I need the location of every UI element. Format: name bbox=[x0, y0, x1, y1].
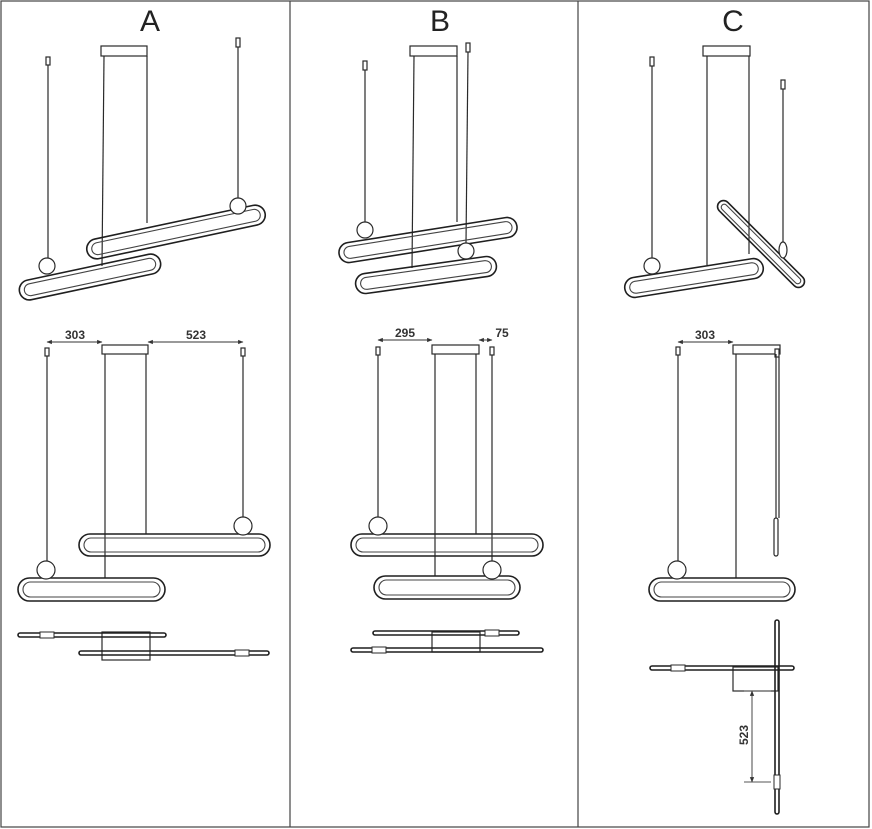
cable-anchor bbox=[45, 56, 51, 66]
glass-globe bbox=[643, 257, 661, 275]
dimension-label: 75 bbox=[495, 326, 509, 340]
cable-anchor bbox=[375, 346, 381, 356]
panel-a-plan bbox=[17, 631, 270, 661]
cable-anchor bbox=[649, 56, 655, 67]
ceiling-canopy bbox=[101, 344, 149, 355]
ring-upper bbox=[350, 647, 544, 653]
glass-globe bbox=[233, 516, 253, 536]
dimension-label: 303 bbox=[695, 328, 715, 342]
cable-anchor bbox=[44, 347, 50, 357]
ring-lower bbox=[17, 632, 167, 638]
glass-globe bbox=[667, 560, 687, 580]
glass-globe bbox=[368, 516, 388, 536]
ring-lower bbox=[18, 253, 162, 301]
glass-globe bbox=[38, 257, 56, 275]
cable-anchor bbox=[489, 346, 495, 356]
cable-anchor bbox=[235, 37, 241, 48]
glass-globe bbox=[229, 197, 247, 215]
ceiling-canopy bbox=[431, 344, 480, 355]
glass-globe bbox=[482, 560, 502, 580]
glass-globe bbox=[457, 242, 475, 260]
ceiling-canopy bbox=[732, 344, 781, 355]
ring-upper-edge bbox=[773, 517, 779, 557]
ceiling-canopy bbox=[100, 45, 148, 57]
panel-b-plan bbox=[350, 629, 544, 654]
dimension-label: 523 bbox=[737, 725, 751, 745]
glass-globe bbox=[778, 241, 788, 259]
cable-anchor bbox=[240, 347, 246, 357]
cable-anchor bbox=[780, 79, 786, 90]
ring-lower bbox=[649, 665, 795, 671]
globe-plan bbox=[371, 646, 387, 654]
globe-plan bbox=[234, 649, 250, 657]
cable-anchor bbox=[774, 348, 780, 358]
ring-upper bbox=[338, 216, 518, 264]
panel-a-elevation: 303 523 bbox=[17, 328, 271, 602]
globe-plan bbox=[773, 774, 781, 790]
ring-lower bbox=[373, 575, 521, 600]
ring-upper bbox=[774, 619, 780, 815]
dimension-label: 295 bbox=[395, 326, 415, 340]
ring-upper bbox=[85, 204, 267, 260]
ceiling-canopy bbox=[409, 45, 458, 57]
cable-anchor bbox=[465, 42, 471, 53]
cable-anchor bbox=[362, 60, 368, 71]
globe-plan bbox=[670, 664, 686, 672]
panel-label-a: A bbox=[140, 5, 160, 38]
glass-globe bbox=[356, 221, 374, 239]
ring-upper-vertical bbox=[716, 199, 806, 289]
ring-lower bbox=[648, 577, 796, 602]
ring-upper bbox=[78, 533, 271, 557]
ring-upper bbox=[78, 650, 270, 656]
panel-label-b: B bbox=[430, 5, 450, 38]
ceiling-canopy bbox=[702, 45, 751, 57]
glass-globe bbox=[36, 560, 56, 580]
ring-lower bbox=[17, 577, 166, 602]
panel-b: 295 75 bbox=[338, 42, 544, 654]
panel-b-elevation: 295 75 bbox=[350, 326, 544, 600]
ring-upper bbox=[350, 533, 544, 557]
panel-b-perspective bbox=[338, 42, 518, 295]
panel-c-elevation: 303 bbox=[648, 328, 796, 602]
ring-lower bbox=[354, 255, 498, 295]
ring-lower bbox=[372, 630, 520, 636]
panel-label-c: C bbox=[722, 5, 744, 38]
panel-a-perspective bbox=[18, 37, 267, 301]
dimension-label: 303 bbox=[65, 328, 85, 342]
panel-c-perspective bbox=[623, 45, 806, 299]
globe-plan bbox=[484, 629, 500, 637]
cable-anchor bbox=[675, 346, 681, 356]
dimension-label: 523 bbox=[186, 328, 206, 342]
panel-c: 303 523 bbox=[623, 45, 806, 815]
globe-plan bbox=[39, 631, 55, 639]
ring-lower bbox=[623, 257, 765, 299]
panel-a: 303 523 bbox=[17, 37, 271, 661]
panel-c-plan: 523 bbox=[649, 619, 795, 815]
